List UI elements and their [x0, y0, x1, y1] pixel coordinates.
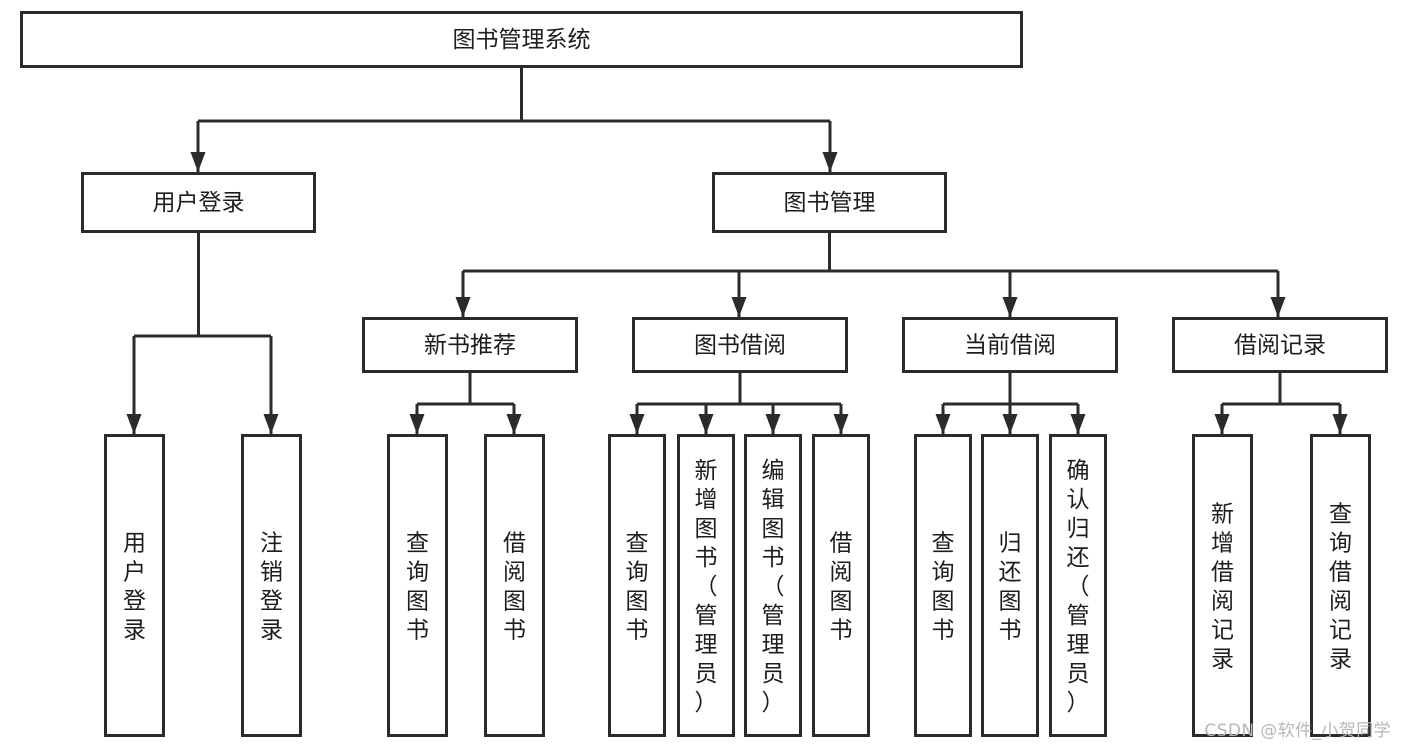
node-leaf-borrow-query[interactable]: 查询图书 — [608, 434, 666, 737]
node-current-borrow[interactable]: 当前借阅 — [902, 317, 1118, 373]
arrow-icon-new-book-rec — [455, 297, 471, 317]
arrow-icon-leaf-cur-return — [1002, 414, 1018, 434]
watermark-label: CSDN @软件_小贺同学 — [1204, 721, 1391, 741]
node-label-leaf-borrow-edit: 编辑图书（管理员） — [762, 458, 785, 716]
node-label-borrow-record: 借阅记录 — [1234, 333, 1326, 359]
node-label-leaf-user-logout: 注销登录 — [260, 531, 283, 644]
node-box-leaf-rec-query — [387, 434, 448, 737]
node-box-leaf-borrow-query — [608, 434, 666, 737]
node-box-leaf-cur-return — [981, 434, 1039, 737]
node-label-current-borrow: 当前借阅 — [964, 333, 1056, 359]
node-label-new-book-rec: 新书推荐 — [424, 333, 516, 359]
node-book-manage[interactable]: 图书管理 — [712, 172, 947, 233]
arrow-icon-current-borrow — [1002, 297, 1018, 317]
node-leaf-rec-search[interactable]: 查询借阅记录 — [1310, 434, 1371, 737]
node-label-leaf-rec-query: 查询图书 — [406, 531, 429, 644]
node-label-leaf-borrow-query: 查询图书 — [626, 531, 649, 644]
node-leaf-rec-query[interactable]: 查询图书 — [387, 434, 448, 737]
node-label-leaf-cur-return: 归还图书 — [999, 531, 1022, 644]
node-leaf-cur-return[interactable]: 归还图书 — [981, 434, 1039, 737]
node-label-leaf-borrow-lend: 借阅图书 — [830, 531, 853, 644]
arrow-icon-book-borrow — [731, 297, 747, 317]
node-box-current-borrow — [902, 317, 1118, 373]
arrow-icon-book-manage — [822, 152, 838, 172]
connector-layer — [126, 68, 1348, 434]
arrow-icon-leaf-rec-query — [409, 414, 425, 434]
node-box-user-login — [81, 172, 316, 233]
arrow-icon-leaf-rec-add — [1214, 414, 1230, 434]
node-label-book-manage: 图书管理 — [784, 190, 876, 216]
node-root[interactable]: 图书管理系统 — [20, 11, 1023, 68]
node-label-root: 图书管理系统 — [453, 27, 591, 53]
node-box-leaf-user-logout — [241, 434, 302, 737]
node-label-leaf-rec-add: 新增借阅记录 — [1211, 502, 1234, 673]
arrow-icon-leaf-rec-search — [1332, 414, 1348, 434]
node-leaf-rec-add[interactable]: 新增借阅记录 — [1192, 434, 1253, 737]
node-label-leaf-rec-borrow: 借阅图书 — [503, 531, 526, 644]
node-label-leaf-user-login: 用户登录 — [123, 531, 146, 644]
arrow-icon-leaf-borrow-lend — [833, 414, 849, 434]
node-leaf-borrow-add[interactable]: 新增图书（管理员） — [677, 434, 735, 737]
node-box-leaf-cur-confirm — [1049, 434, 1107, 737]
node-layer: 图书管理系统用户登录图书管理新书推荐图书借阅当前借阅借阅记录用户登录注销登录查询… — [20, 11, 1388, 737]
node-box-new-book-rec — [362, 317, 578, 373]
arrow-icon-leaf-borrow-add — [698, 414, 714, 434]
node-label-leaf-cur-query: 查询图书 — [932, 531, 955, 644]
arrow-icon-leaf-user-logout — [263, 414, 279, 434]
node-leaf-cur-query[interactable]: 查询图书 — [914, 434, 972, 737]
arrow-icon-borrow-record — [1270, 297, 1286, 317]
arrow-icon-leaf-rec-borrow — [506, 414, 522, 434]
node-box-leaf-borrow-lend — [812, 434, 870, 737]
node-label-book-borrow: 图书借阅 — [694, 333, 786, 359]
node-box-leaf-cur-query — [914, 434, 972, 737]
node-borrow-record[interactable]: 借阅记录 — [1172, 317, 1388, 373]
node-box-leaf-user-login — [104, 434, 165, 737]
arrow-icon-leaf-borrow-edit — [765, 414, 781, 434]
node-leaf-rec-borrow[interactable]: 借阅图书 — [484, 434, 545, 737]
node-leaf-borrow-edit[interactable]: 编辑图书（管理员） — [744, 434, 802, 737]
node-box-leaf-borrow-edit — [744, 434, 802, 737]
node-label-leaf-rec-search: 查询借阅记录 — [1329, 502, 1352, 673]
node-new-book-rec[interactable]: 新书推荐 — [362, 317, 578, 373]
node-leaf-borrow-lend[interactable]: 借阅图书 — [812, 434, 870, 737]
node-box-root — [20, 11, 1023, 68]
node-box-leaf-rec-search — [1310, 434, 1371, 737]
node-label-user-login: 用户登录 — [153, 190, 245, 216]
node-book-borrow[interactable]: 图书借阅 — [632, 317, 848, 373]
arrow-icon-leaf-cur-query — [935, 414, 951, 434]
node-leaf-user-logout[interactable]: 注销登录 — [241, 434, 302, 737]
node-leaf-user-login[interactable]: 用户登录 — [104, 434, 165, 737]
node-leaf-cur-confirm[interactable]: 确认归还（管理员） — [1049, 434, 1107, 737]
arrow-icon-leaf-cur-confirm — [1070, 414, 1086, 434]
node-label-leaf-cur-confirm: 确认归还（管理员） — [1067, 458, 1090, 716]
node-box-leaf-rec-add — [1192, 434, 1253, 737]
node-box-borrow-record — [1172, 317, 1388, 373]
node-label-leaf-borrow-add: 新增图书（管理员） — [695, 458, 718, 716]
arrow-icon-leaf-user-login — [126, 414, 142, 434]
node-box-leaf-rec-borrow — [484, 434, 545, 737]
node-box-book-manage — [712, 172, 947, 233]
arrow-icon-leaf-borrow-query — [629, 414, 645, 434]
arrow-icon-user-login — [190, 152, 206, 172]
node-box-leaf-borrow-add — [677, 434, 735, 737]
node-box-book-borrow — [632, 317, 848, 373]
node-user-login[interactable]: 用户登录 — [81, 172, 316, 233]
